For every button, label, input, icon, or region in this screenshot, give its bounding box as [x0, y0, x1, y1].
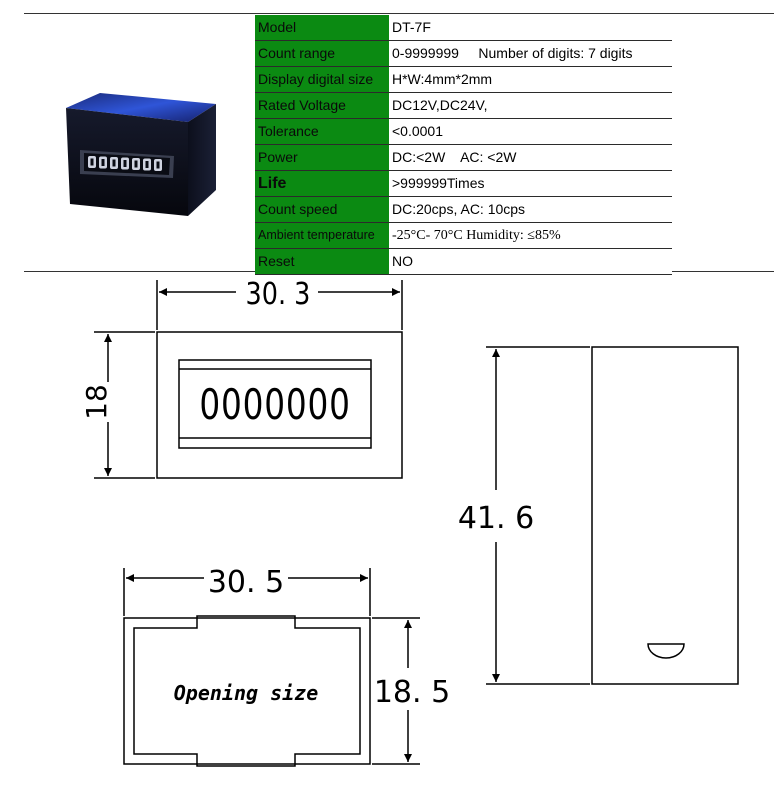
cutout-height-label: 18. 5: [374, 675, 450, 710]
side-depth-label: 41. 6: [458, 501, 534, 536]
top-rule: [24, 13, 774, 14]
spec-value: DT-7F: [389, 15, 672, 41]
spec-label: Reset: [255, 248, 389, 275]
front-view-outline: [156, 331, 403, 479]
spec-label: Ambient temperature: [255, 222, 389, 249]
spec-value: 0-9999999 Number of digits: 7 digits: [389, 40, 672, 67]
spec-value: NO: [389, 248, 672, 275]
spec-label: Count speed: [255, 196, 389, 223]
spec-value: <0.0001: [389, 118, 672, 145]
front-width-label: 30. 3: [246, 276, 311, 312]
display-digits: 0000000: [199, 380, 350, 429]
spec-label: Count range: [255, 40, 389, 67]
spec-value: H*W:4mm*2mm: [389, 66, 672, 93]
spec-value: DC:<2W AC: <2W: [389, 144, 672, 171]
spec-label: Tolerance: [255, 118, 389, 145]
counter-photo: [66, 93, 216, 216]
display-window: [178, 359, 372, 449]
spec-table: Model DT-7F Count range 0-9999999 Number…: [255, 15, 672, 275]
spec-row-count-speed: Count speed DC:20cps, AC: 10cps: [255, 196, 672, 223]
dimension-drawing: 30. 3 18 0000000 41. 6 30. 5 18. 5 Openi…: [80, 276, 739, 767]
spec-row-tolerance: Tolerance <0.0001: [255, 118, 672, 145]
spec-row-power: Power DC:<2W AC: <2W: [255, 144, 672, 171]
opening-size-caption: Opening size: [174, 681, 319, 705]
spec-label: Model: [255, 15, 389, 41]
cutout-outline: [123, 617, 371, 765]
spec-row-reset: Reset NO: [255, 248, 672, 275]
spec-row-display-size: Display digital size H*W:4mm*2mm: [255, 66, 672, 93]
spec-row-ambient: Ambient temperature -25°C- 70°C Humidity…: [255, 222, 672, 249]
cutout-width-label: 30. 5: [208, 565, 284, 600]
spec-label: Rated Voltage: [255, 92, 389, 119]
spec-label: Life: [255, 170, 389, 197]
spec-value: DC:20cps, AC: 10cps: [389, 196, 672, 223]
side-view-outline: [591, 346, 739, 685]
spec-row-voltage: Rated Voltage DC12V,DC24V,: [255, 92, 672, 119]
spec-label: Power: [255, 144, 389, 171]
cutout-inner: [133, 615, 361, 767]
front-height-label: 18: [80, 384, 113, 420]
spec-value: >999999Times: [389, 170, 672, 197]
side-view-clip: [647, 643, 685, 659]
spec-value: -25°C- 70°C Humidity: ≤85%: [389, 222, 672, 249]
spec-row-model: Model DT-7F: [255, 15, 672, 41]
spec-value: DC12V,DC24V,: [389, 92, 672, 119]
spec-row-count-range: Count range 0-9999999 Number of digits: …: [255, 40, 672, 67]
spec-label: Display digital size: [255, 66, 389, 93]
spec-row-life: Life >999999Times: [255, 170, 672, 197]
